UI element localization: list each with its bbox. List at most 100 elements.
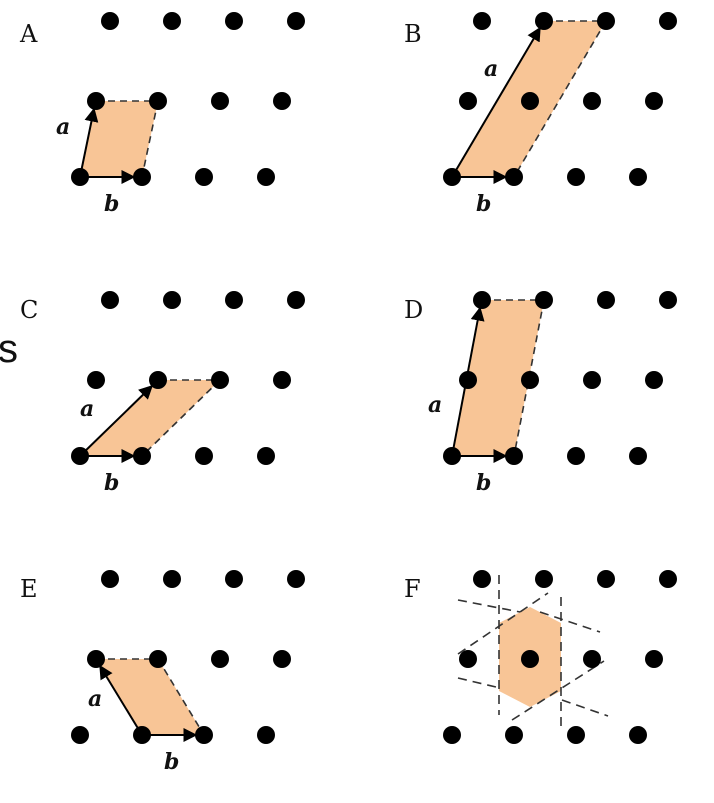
vector-a-arrow xyxy=(79,385,154,457)
vector-b-label: b xyxy=(104,191,119,217)
perpendicular-bisector-lines xyxy=(457,575,609,730)
vector-a-label: a xyxy=(428,392,442,418)
lattice-point xyxy=(567,726,585,744)
unit-cell-c xyxy=(80,380,220,456)
lattice-point xyxy=(659,291,677,309)
lattice-point xyxy=(629,168,647,186)
lattice-point xyxy=(443,168,461,186)
lattice-point xyxy=(195,168,213,186)
lattice-point xyxy=(459,650,477,668)
lattice-point xyxy=(133,447,151,465)
lattice-point xyxy=(287,12,305,30)
vector-b-label: b xyxy=(104,470,119,496)
lattice-point xyxy=(163,570,181,588)
lattice-point xyxy=(583,371,601,389)
lattice-point xyxy=(225,12,243,30)
lattice-point xyxy=(443,447,461,465)
panel-label: F xyxy=(404,575,421,603)
lattice-point xyxy=(149,92,167,110)
lattice-point xyxy=(645,371,663,389)
lattice-point xyxy=(133,726,151,744)
lattice-point xyxy=(521,371,539,389)
panel-label: D xyxy=(404,296,423,324)
lattice-point xyxy=(225,291,243,309)
panel-f: F xyxy=(404,570,677,744)
lattice-point xyxy=(211,371,229,389)
lattice-point xyxy=(273,650,291,668)
lattice-point xyxy=(645,650,663,668)
lattice-point xyxy=(443,726,461,744)
cropped-side-text: s xyxy=(0,327,18,371)
lattice-point xyxy=(459,371,477,389)
lattice-point xyxy=(273,92,291,110)
lattice-point xyxy=(505,726,523,744)
panel-label: C xyxy=(20,296,38,324)
vector-a-label: a xyxy=(80,396,94,422)
lattice-point xyxy=(71,447,89,465)
vector-a-label: a xyxy=(88,686,102,712)
lattice-point xyxy=(225,570,243,588)
lattice-point xyxy=(257,168,275,186)
lattice-point xyxy=(163,291,181,309)
lattice-point xyxy=(211,92,229,110)
lattice-point xyxy=(195,447,213,465)
lattice-point xyxy=(597,570,615,588)
vector-a-arrow xyxy=(451,26,541,178)
lattice-point xyxy=(473,570,491,588)
vector-b-label: b xyxy=(476,191,491,217)
lattice-point xyxy=(101,570,119,588)
lattice-point xyxy=(567,168,585,186)
panel-label: E xyxy=(20,575,38,603)
lattice-point xyxy=(645,92,663,110)
lattice-point xyxy=(273,371,291,389)
vector-a-arrow xyxy=(99,664,143,736)
lattice-point xyxy=(629,447,647,465)
lattice-point xyxy=(535,570,553,588)
lattice-point xyxy=(583,92,601,110)
unit-cell-a xyxy=(80,101,158,177)
lattice-point xyxy=(257,447,275,465)
lattice-point xyxy=(505,447,523,465)
lattice-point xyxy=(459,92,477,110)
vector-b-label: b xyxy=(476,470,491,496)
lattice-point xyxy=(257,726,275,744)
lattice-point xyxy=(597,291,615,309)
panel-label: B xyxy=(404,20,422,48)
cell-edge-dashed xyxy=(513,20,607,178)
panel-d: D a b xyxy=(404,291,677,496)
lattice-point xyxy=(535,291,553,309)
lattice-point xyxy=(71,168,89,186)
cell-edge-dashed xyxy=(513,299,545,457)
unit-cell-e xyxy=(96,659,204,735)
lattice-point xyxy=(101,12,119,30)
lattice-point xyxy=(163,12,181,30)
lattice-point xyxy=(505,168,523,186)
lattice-point xyxy=(287,570,305,588)
lattice-point xyxy=(87,371,105,389)
panel-c: C a b xyxy=(20,291,305,496)
vector-b-label: b xyxy=(164,749,179,775)
lattice-point xyxy=(629,726,647,744)
lattice-point xyxy=(211,650,229,668)
cell-edge-dashed xyxy=(141,379,221,457)
vector-a-label: a xyxy=(484,56,498,82)
lattice-point xyxy=(597,12,615,30)
lattice-point xyxy=(195,726,213,744)
cell-edge-dashed xyxy=(141,100,159,178)
lattice-point xyxy=(149,650,167,668)
lattice-point xyxy=(149,371,167,389)
lattice-point xyxy=(659,570,677,588)
panel-a: A a b xyxy=(19,12,305,217)
lattice-point xyxy=(583,650,601,668)
lattice-point xyxy=(535,12,553,30)
lattice-point xyxy=(133,168,151,186)
lattice-point xyxy=(87,650,105,668)
vector-a-arrow xyxy=(79,107,99,178)
lattice-point xyxy=(473,12,491,30)
lattice-point xyxy=(567,447,585,465)
cell-edge-dashed xyxy=(157,658,205,736)
lattice-point xyxy=(87,92,105,110)
lattice-point xyxy=(101,291,119,309)
lattice-point xyxy=(473,291,491,309)
